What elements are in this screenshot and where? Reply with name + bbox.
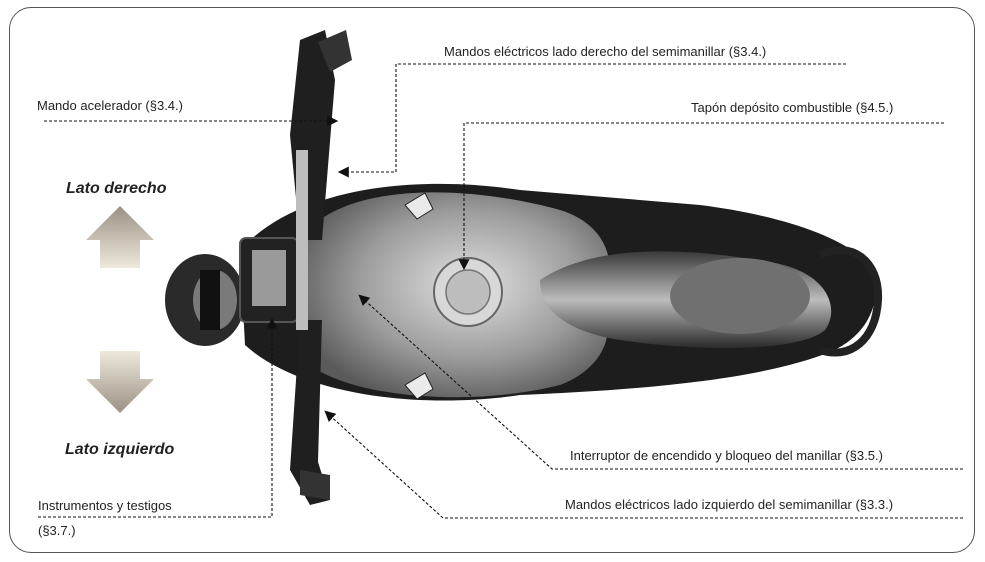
- right-side-label: Lato derecho: [66, 180, 167, 197]
- motorcycle: [165, 30, 883, 505]
- throttle-label: Mando acelerador (§3.4.): [37, 98, 183, 113]
- instruments-label: Instrumentos y testigos: [38, 498, 172, 513]
- fuel-cap-label: Tapón depósito combustible (§4.5.): [691, 100, 894, 115]
- right-side-arrow: [86, 206, 154, 268]
- instruments-ref-label: (§3.7.): [38, 523, 76, 538]
- ignition-label: Interruptor de encendido y bloqueo del m…: [570, 448, 883, 463]
- left-side-label: Lato izquierdo: [65, 441, 175, 458]
- left-side-arrow: [86, 351, 154, 413]
- left-controls-label: Mandos eléctricos lado izquierdo del sem…: [565, 497, 894, 512]
- right-controls-label: Mandos eléctricos lado derecho del semim…: [444, 44, 767, 59]
